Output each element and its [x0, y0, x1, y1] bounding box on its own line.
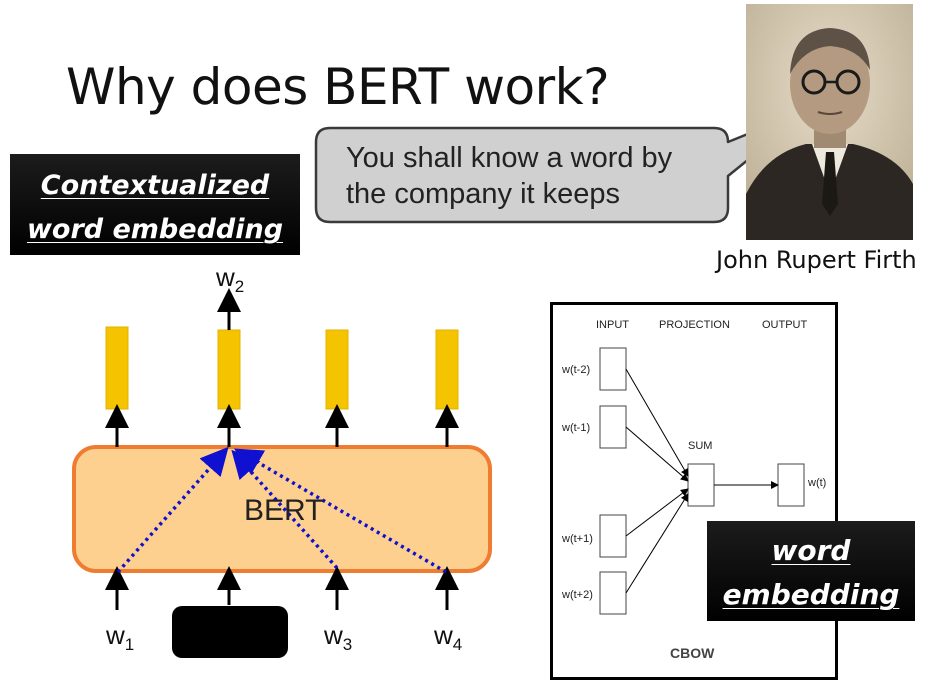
contextualized-embedding-callout: Contextualized word embedding [10, 154, 300, 255]
input-token-w3: w3 [324, 620, 353, 655]
attention-arrows [116, 446, 447, 574]
cbow-header-projection: PROJECTION [659, 319, 730, 331]
input-token-w4: w4 [434, 620, 463, 655]
quote-line-2: the company it keeps [346, 178, 621, 210]
cbow-input-box-4 [599, 571, 627, 615]
cbow-input-box-3 [599, 514, 627, 558]
cbow-input-label-2: w(t-1) [562, 422, 591, 434]
output-token-w2: w2 [216, 262, 245, 297]
input-token-w1: w1 [106, 620, 135, 655]
cbow-input-label-1: w(t-2) [562, 364, 591, 376]
cbow-input-label-4: w(t+2) [562, 589, 593, 601]
callout-line-1: Contextualized [40, 170, 270, 201]
slide-title: Why does BERT work? [66, 58, 610, 116]
bert-model-box [72, 445, 492, 573]
portrait-photo [746, 4, 913, 240]
cbow-projection-box [687, 463, 715, 507]
cbow-caption: CBOW [670, 645, 715, 661]
cbow-output-label: w(t) [808, 477, 827, 489]
word-embedding-callout: word embedding [707, 521, 915, 621]
cbow-input-label-3: w(t+1) [562, 533, 593, 545]
cbow-header-output: OUTPUT [762, 319, 808, 331]
cbow-input-box-1 [599, 347, 627, 391]
callout-line-2: word embedding [26, 214, 284, 245]
portrait-caption: John Rupert Firth [716, 246, 917, 274]
bert-label: BERT [244, 494, 324, 527]
cbow-sum-label: SUM [688, 440, 713, 452]
quote-line-1: You shall know a word by [346, 142, 673, 174]
callout-line-1: word [771, 534, 851, 567]
cbow-output-box [777, 463, 805, 507]
cbow-input-box-2 [599, 405, 627, 449]
quote-text: You shall know a word by the company it … [346, 140, 672, 212]
callout-line-2: embedding [722, 578, 900, 611]
cbow-header-input: INPUT [596, 319, 629, 331]
masked-token [172, 606, 288, 658]
